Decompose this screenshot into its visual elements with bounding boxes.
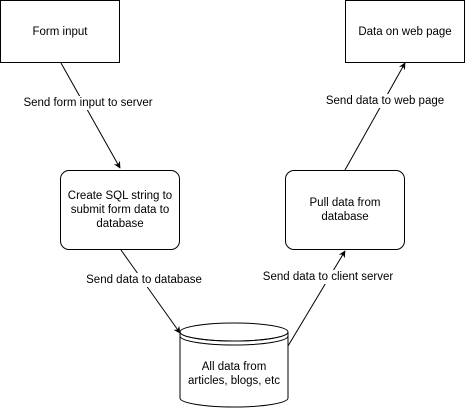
data-on-web-page-label: Data on web page — [358, 25, 452, 38]
create-sql-box: Create SQL string to submit form data to… — [60, 170, 180, 250]
edge-form-to-sql — [60, 62, 121, 169]
edge-label-send-to-web-page: Send data to web page — [324, 94, 446, 108]
create-sql-label: Create SQL string to submit form data to… — [67, 190, 173, 230]
database-cylinder — [179, 322, 289, 408]
data-on-web-page-box: Data on web page — [345, 0, 465, 63]
edge-db-to-pull — [287, 250, 346, 347]
edge-label-send-form-input: Send form input to server — [22, 96, 154, 110]
pull-data-label: Pull data from database — [309, 197, 381, 223]
pull-data-box: Pull data from database — [285, 170, 405, 250]
edge-pull-to-web — [344, 62, 406, 171]
database-label: All data from articles, blogs, etc — [187, 361, 281, 387]
edge-sql-to-db — [120, 249, 181, 334]
edge-label-send-to-client: Send data to client server — [261, 270, 395, 284]
form-input-label: Form input — [32, 25, 88, 38]
form-input-box: Form input — [0, 0, 120, 63]
edge-label-send-to-database: Send data to database — [85, 273, 203, 287]
